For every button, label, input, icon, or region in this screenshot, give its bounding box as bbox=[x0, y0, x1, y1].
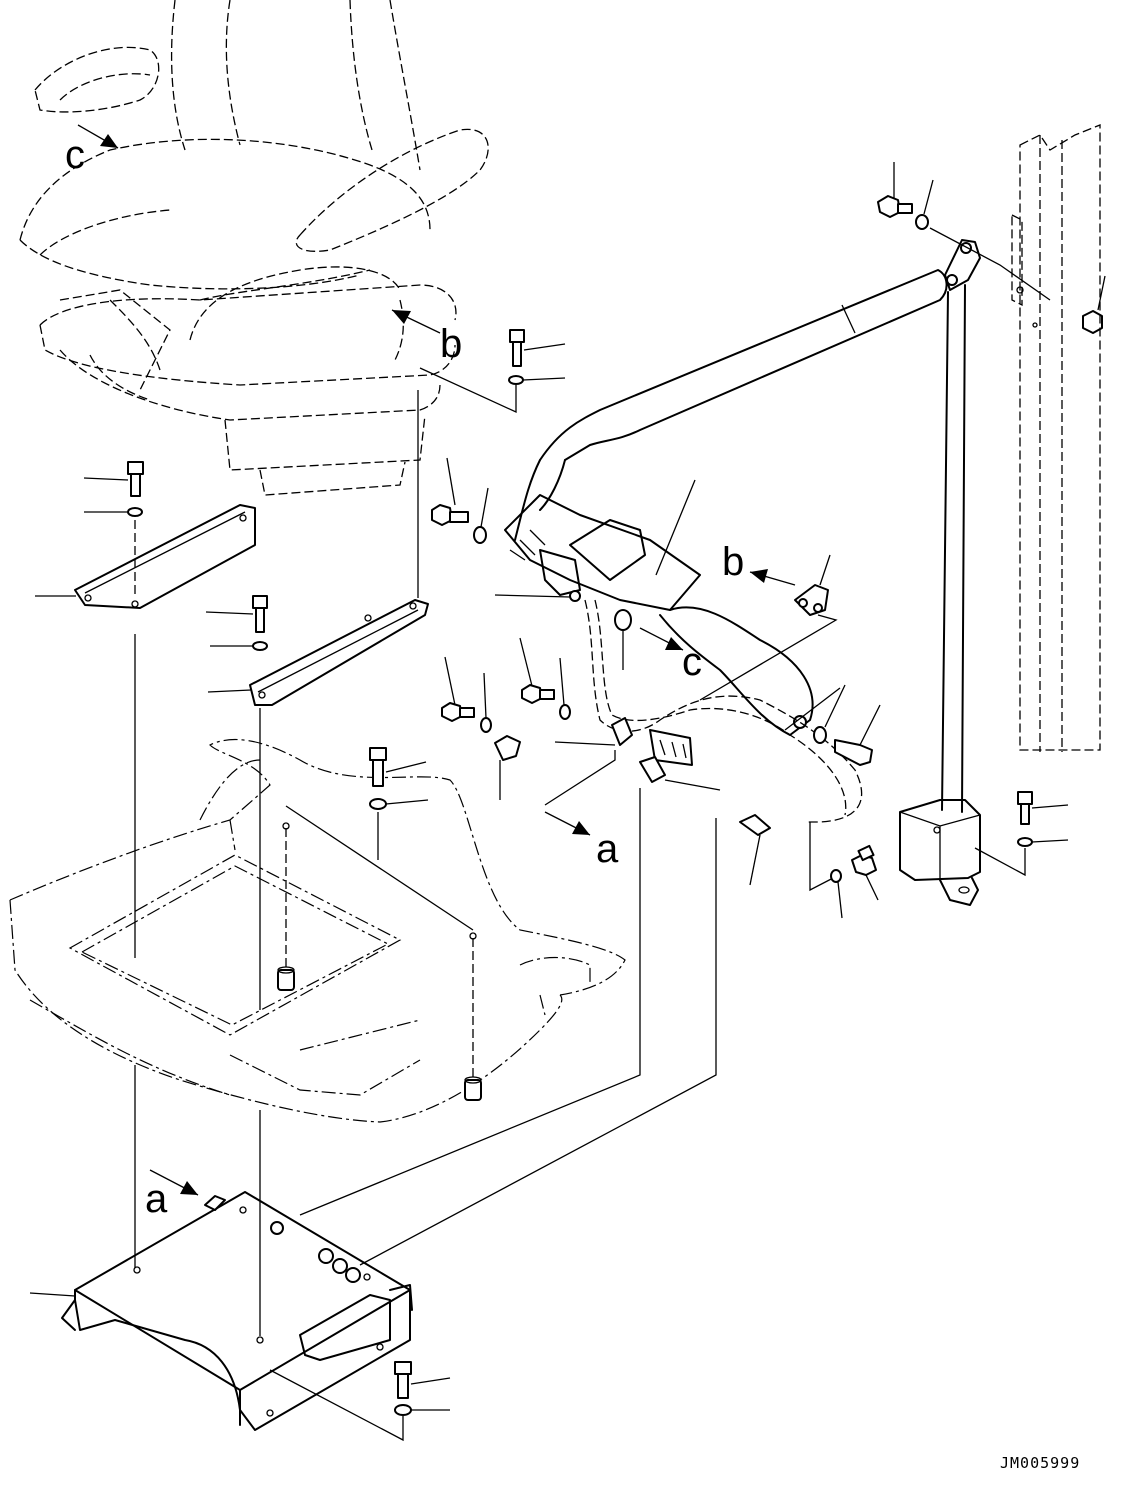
floor-spacers bbox=[277, 822, 482, 1101]
retractor-mount-bolt bbox=[431, 457, 489, 544]
cab-pillar-phantom bbox=[1011, 124, 1101, 752]
seat-mount-bolt bbox=[419, 329, 566, 414]
guide-line-clip-to-bracket bbox=[359, 818, 717, 1266]
seat-belt-harness bbox=[544, 599, 863, 892]
post-base-bolt bbox=[974, 791, 1069, 877]
seat-rail-right bbox=[205, 390, 429, 706]
callout-a-label-harness: a bbox=[596, 827, 619, 871]
belt-guide-plate bbox=[699, 554, 838, 701]
seat-belt-webbing bbox=[514, 269, 948, 541]
operator-seat-phantom bbox=[19, 0, 489, 496]
guide-line-harness-to-bracket bbox=[299, 788, 641, 1216]
belt-anchor-post bbox=[899, 239, 981, 906]
harness-clips bbox=[494, 735, 771, 886]
callout-c-seat: c bbox=[65, 124, 119, 177]
callout-b-seat: b bbox=[391, 309, 462, 366]
callout-b-belt: b bbox=[722, 540, 796, 586]
anchor-mount-bolt bbox=[813, 684, 881, 766]
callout-a-label-bracket: a bbox=[145, 1177, 168, 1221]
floor-mount-bolt bbox=[285, 747, 474, 931]
post-base-small-bolts bbox=[830, 844, 879, 919]
callout-a-bracket: a bbox=[145, 1169, 199, 1221]
callout-c-label-belt: c bbox=[682, 640, 702, 684]
anchor-nut bbox=[1082, 275, 1106, 334]
seat-rail-left bbox=[35, 461, 256, 609]
seat-belt-retractor bbox=[494, 479, 814, 736]
callout-a-harness: a bbox=[544, 811, 619, 871]
callout-b-label-seat: b bbox=[440, 322, 462, 366]
bracket-mount-bolt bbox=[269, 1361, 451, 1442]
lower-mounting-bracket bbox=[29, 1065, 413, 1431]
anchor-top-bolt bbox=[877, 162, 1051, 301]
callout-b-label-belt: b bbox=[722, 540, 744, 584]
callout-c-label-seat: c bbox=[65, 133, 85, 177]
floor-plate-phantom bbox=[9, 739, 626, 1123]
harness-mount-bolts bbox=[441, 637, 571, 733]
belt-spacer: c bbox=[614, 609, 702, 684]
drawing-code: JM005999 bbox=[1000, 1454, 1080, 1472]
